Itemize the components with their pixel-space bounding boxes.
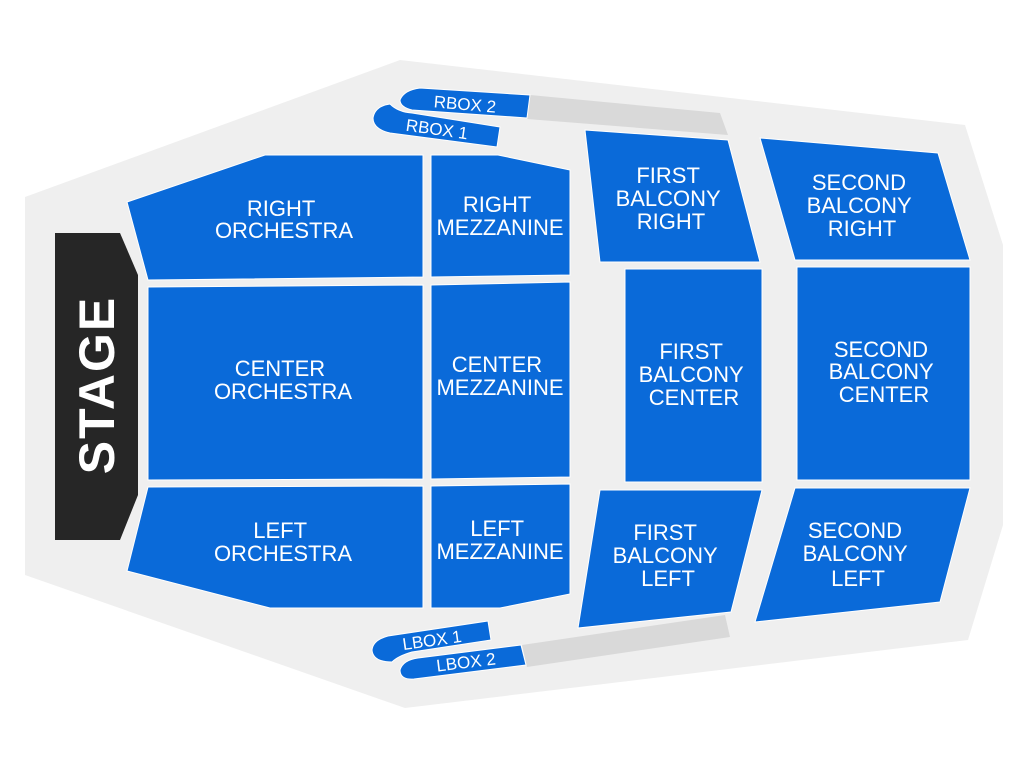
section-shape[interactable] [126,485,424,609]
section-shape[interactable] [371,620,492,663]
section-shape[interactable] [430,154,571,278]
section-shape[interactable] [126,154,424,281]
section-shape[interactable] [147,284,424,481]
section-shape[interactable] [399,644,527,680]
section-shape[interactable] [754,487,971,623]
section-shape[interactable] [624,268,763,483]
section-shape[interactable] [372,103,501,148]
section-shape[interactable] [577,489,763,629]
section-shape[interactable] [759,137,971,261]
section-shape[interactable] [430,281,571,480]
stage: STAGE [55,233,138,540]
section-left-mezzanine[interactable]: LEFT MEZZANINE [430,483,571,609]
section-second-balcony-center[interactable]: SECOND BALCONY CENTER [796,266,971,481]
stage-shape [55,233,138,540]
box-walkway-right [527,95,728,135]
box-walkway-left [522,615,730,667]
stage-label: STAGE [69,296,125,475]
section-right-mezzanine[interactable]: RIGHT MEZZANINE [430,154,571,278]
section-center-mezzanine[interactable]: CENTER MEZZANINE [430,281,571,480]
section-first-balcony-center[interactable]: FIRST BALCONY CENTER [624,268,763,483]
section-shape[interactable] [399,87,531,119]
section-shape[interactable] [584,129,761,263]
section-shape[interactable] [430,483,571,609]
section-shape[interactable] [796,266,971,481]
section-center-orchestra[interactable]: CENTER ORCHESTRA [147,284,424,481]
section-second-balcony-right[interactable]: SECOND BALCONY RIGHT [759,137,971,261]
